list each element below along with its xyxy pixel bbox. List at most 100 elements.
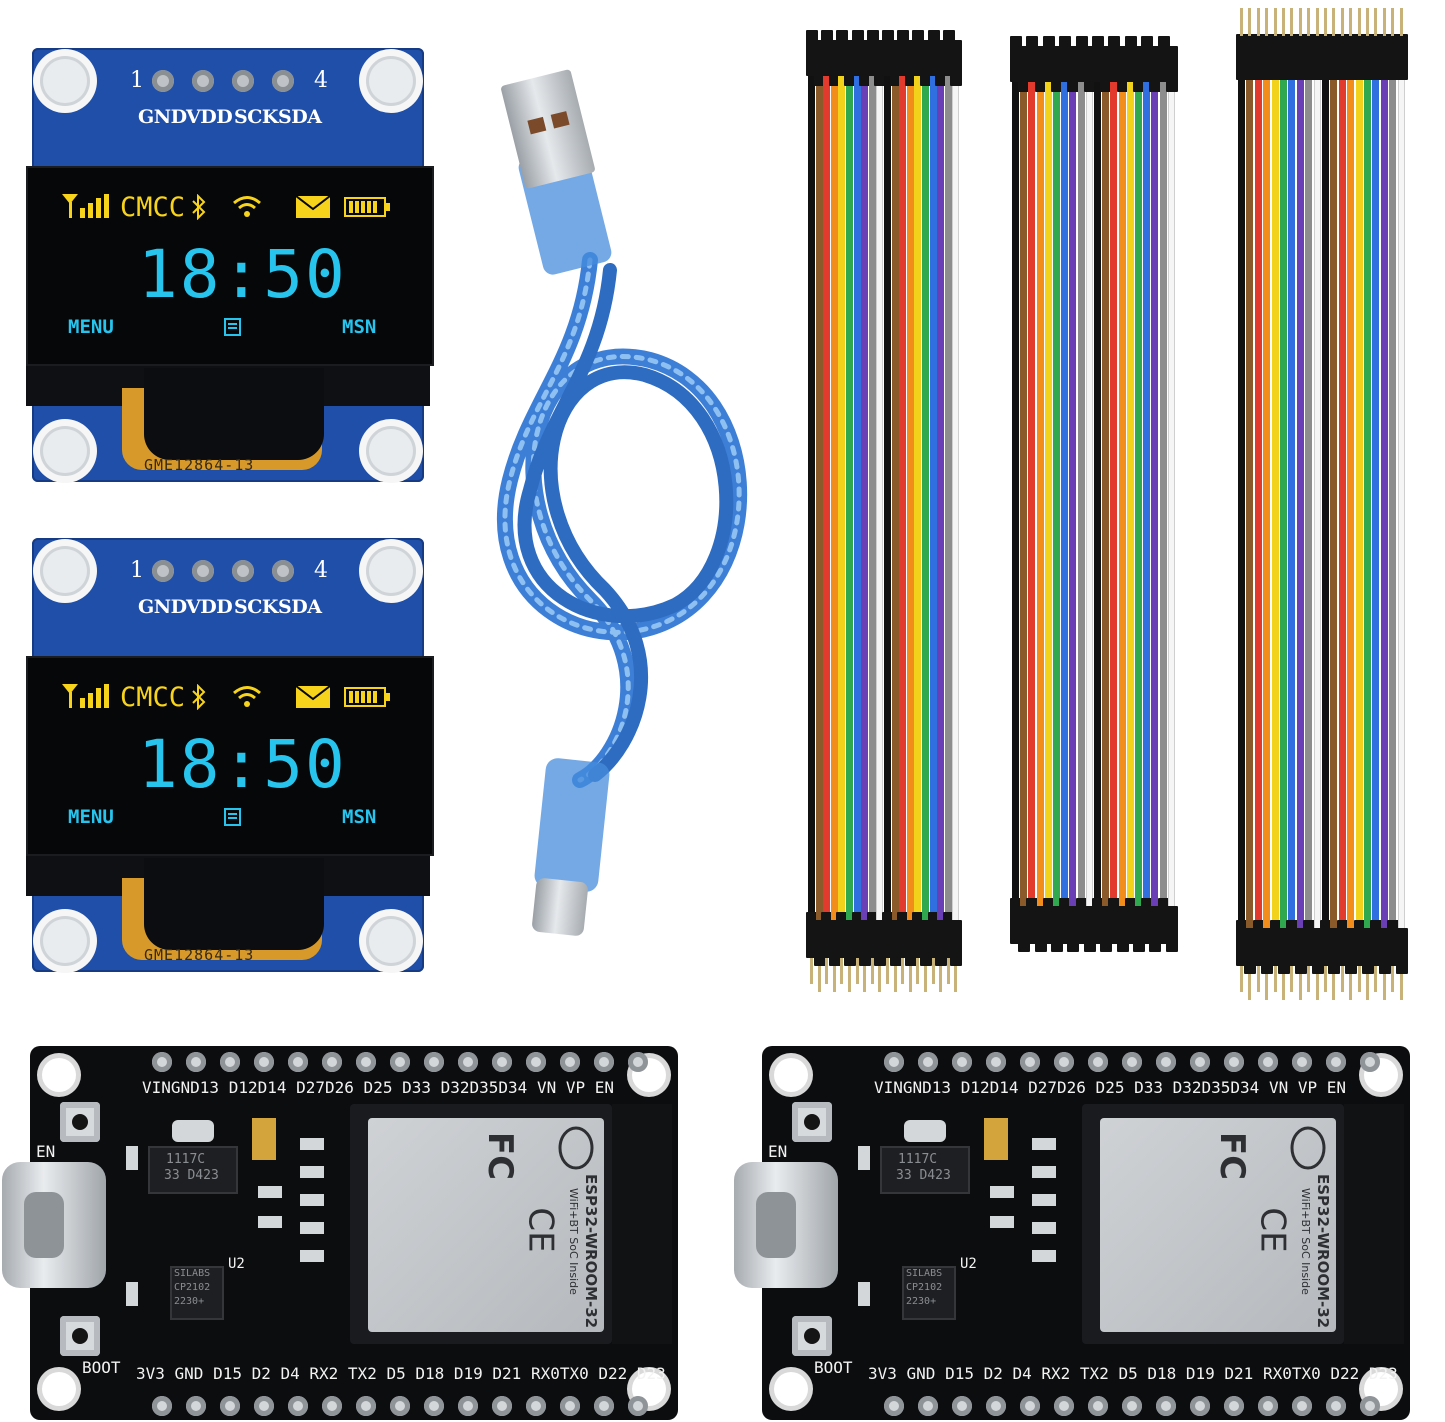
jumper-wire bbox=[944, 70, 952, 930]
header-pad bbox=[918, 1052, 938, 1072]
en-label: EN bbox=[768, 1142, 788, 1161]
top-pin-labels: VINGND13 D12D14 D27D26 D25 D33 D32D35D34… bbox=[874, 1078, 1347, 1097]
ce-mark: CE bbox=[520, 1207, 561, 1253]
jumper-wire bbox=[823, 70, 831, 930]
flex-cover bbox=[144, 858, 324, 950]
header-pad bbox=[986, 1052, 1006, 1072]
jumper-bundle-female-male bbox=[806, 30, 978, 1000]
smd-resistor bbox=[126, 1146, 138, 1170]
jumper-wire bbox=[1126, 76, 1134, 916]
header-pin bbox=[1340, 8, 1344, 36]
header-pin bbox=[1240, 8, 1243, 36]
jumper-wire bbox=[1271, 48, 1279, 938]
mail-icon bbox=[296, 196, 330, 218]
wifi-icon bbox=[233, 686, 261, 707]
header-pad bbox=[492, 1396, 512, 1416]
regulator-label-2: 33 D423 bbox=[896, 1168, 951, 1183]
pin-label-sck: SCK bbox=[234, 106, 278, 128]
header-pin bbox=[886, 958, 889, 984]
jumper-wire bbox=[1069, 76, 1077, 916]
female-header-top bbox=[950, 40, 963, 86]
pin-label-sck: SCK bbox=[234, 596, 278, 618]
regulator-label-1: 1117C bbox=[166, 1152, 206, 1167]
jumper-wire bbox=[815, 70, 823, 930]
jumper-wire bbox=[1143, 76, 1151, 916]
header-pad bbox=[220, 1396, 240, 1416]
header-pad bbox=[1258, 1052, 1278, 1072]
bluetooth-icon bbox=[192, 194, 206, 220]
en-button bbox=[792, 1102, 832, 1142]
voltage-regulator bbox=[880, 1146, 970, 1194]
rf-shield: ESP32-WROOM-32 WiFi+BT SoC Inside FC CE bbox=[1100, 1118, 1336, 1332]
mount-hole bbox=[40, 56, 90, 106]
jumper-wire bbox=[1159, 76, 1167, 916]
pin-label-sda: SDA bbox=[278, 106, 322, 128]
header-pad bbox=[288, 1052, 308, 1072]
plug-slot bbox=[527, 116, 547, 135]
pin-label-sda: SDA bbox=[278, 596, 322, 618]
document-icon bbox=[224, 318, 241, 336]
header-pin bbox=[954, 966, 958, 992]
header-pin bbox=[908, 966, 912, 992]
header-pin bbox=[1315, 8, 1319, 36]
top-pin-labels: VINGND13 D12D14 D27D26 D25 D33 D32D35D34… bbox=[142, 1078, 615, 1097]
mount-hole bbox=[40, 916, 90, 966]
jumper-wire bbox=[808, 70, 815, 930]
jumper-wire bbox=[861, 70, 869, 930]
smd-resistor bbox=[858, 1282, 870, 1306]
jumper-wire bbox=[1313, 48, 1321, 938]
oled-screen: CMCC 18:50 MENU MSN bbox=[26, 656, 434, 856]
usb-uart-chip bbox=[170, 1266, 224, 1320]
header-pin bbox=[1256, 966, 1260, 992]
cp-chip-label-3: 2230+ bbox=[906, 1296, 937, 1307]
header-pad bbox=[1326, 1396, 1346, 1416]
male-header-bottom bbox=[950, 920, 963, 966]
header-pin bbox=[1282, 974, 1285, 1000]
header-pin bbox=[1366, 8, 1369, 36]
jumper-wire bbox=[1389, 48, 1397, 938]
header-pin bbox=[1391, 8, 1395, 36]
smd-resistor bbox=[300, 1194, 324, 1206]
menu-softkey: MENU bbox=[68, 316, 114, 338]
jumper-wire bbox=[1263, 48, 1271, 938]
carrier-label: CMCC bbox=[120, 682, 186, 713]
jumper-wire bbox=[1322, 48, 1329, 938]
header-pad bbox=[356, 1052, 376, 1072]
pin-label-gnd: GND bbox=[138, 106, 187, 128]
smd-resistor bbox=[126, 1282, 138, 1306]
smd-resistor bbox=[1032, 1250, 1056, 1262]
mount-hole bbox=[40, 546, 90, 596]
oled-module-top: 1 4 GND VDD SCK SDA GME12864-13 CMCC bbox=[26, 48, 434, 482]
header-pad bbox=[152, 1396, 172, 1416]
header-pin bbox=[1248, 8, 1252, 36]
header-pad bbox=[254, 1396, 274, 1416]
jumper-wire bbox=[1028, 76, 1036, 916]
signal-icon bbox=[62, 684, 109, 708]
header-pad bbox=[560, 1052, 580, 1072]
bottom-pin-labels: 3V3 GND D15 D2 D4 RX2 TX2 D5 D18 D19 D21… bbox=[136, 1364, 666, 1383]
msn-softkey: MSN bbox=[342, 316, 377, 338]
jumper-wire bbox=[1053, 76, 1060, 916]
pin-number-4: 4 bbox=[314, 68, 328, 93]
cp-chip-label-1: SILABS bbox=[174, 1268, 211, 1279]
mount-hole bbox=[366, 916, 416, 966]
jumper-wire bbox=[1061, 76, 1069, 916]
cp-chip-label-1: SILABS bbox=[906, 1268, 943, 1279]
header-pad bbox=[526, 1052, 546, 1072]
header-pin bbox=[1349, 974, 1353, 1000]
header-pin bbox=[924, 966, 927, 992]
header-pin bbox=[1240, 966, 1243, 992]
smd-resistor bbox=[300, 1166, 324, 1178]
header-pad bbox=[628, 1396, 648, 1416]
header-pad bbox=[1122, 1052, 1142, 1072]
jumper-wire bbox=[1280, 48, 1287, 938]
cp-chip-label-2: CP2102 bbox=[906, 1282, 943, 1293]
header-pad bbox=[560, 1396, 580, 1416]
jumper-wire bbox=[1355, 48, 1363, 938]
header-pin bbox=[1357, 8, 1361, 36]
mount-hole bbox=[774, 1058, 808, 1092]
smd-resistor bbox=[858, 1146, 870, 1170]
smd-resistor bbox=[300, 1250, 324, 1262]
bottom-pin-labels: 3V3 GND D15 D2 D4 RX2 TX2 D5 D18 D19 D21… bbox=[868, 1364, 1398, 1383]
fcc-mark: FC bbox=[480, 1131, 521, 1181]
